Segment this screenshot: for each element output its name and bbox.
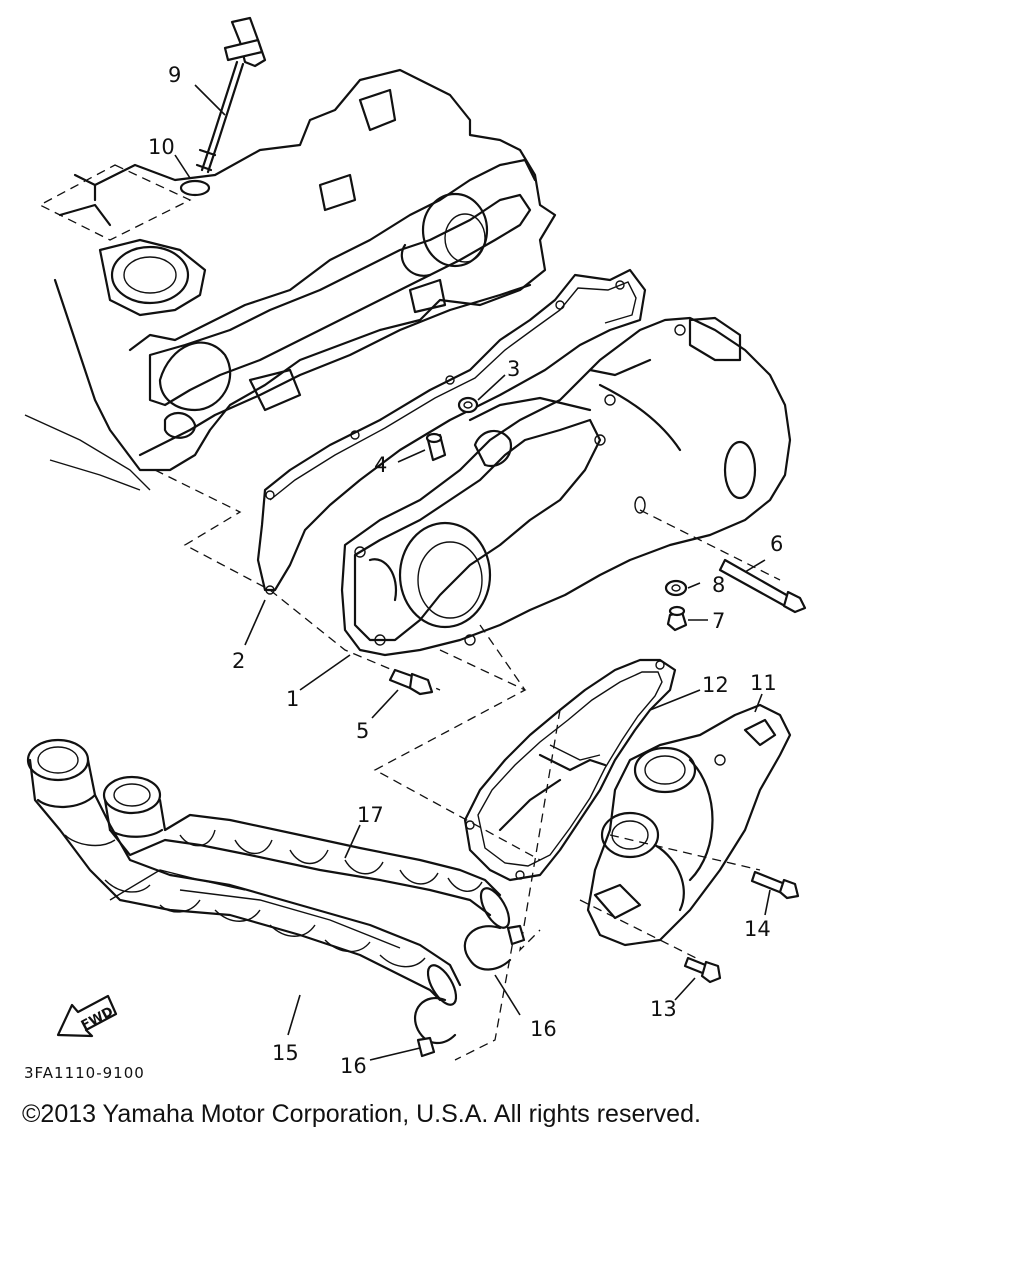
callout-2: 2: [232, 649, 245, 673]
bolt-13: [683, 956, 722, 984]
diagram-code: 3FA1110-9100: [24, 1064, 145, 1080]
callout-4: 4: [374, 453, 387, 477]
callout-6: 6: [770, 532, 783, 556]
plug-7: [666, 605, 688, 632]
dowel-pin-4: [425, 432, 447, 462]
parts-diagram: FWD 9 10 3 4 6 8 7 2 1 5 12 11 17: [24, 16, 807, 1080]
air-duct-17: [102, 775, 511, 929]
callout-8: 8: [712, 573, 725, 597]
callout-1: 1: [286, 687, 299, 711]
fwd-arrow-icon: FWD: [56, 994, 118, 1038]
callout-16-right: 16: [530, 1017, 557, 1041]
washer-8: [664, 579, 688, 597]
clamp-16-upper: [463, 924, 526, 971]
gasket-2: [256, 268, 647, 595]
bolt-14: [750, 870, 800, 900]
air-duct-15: [26, 738, 462, 1006]
callout-14: 14: [744, 917, 771, 941]
gasket-12: [463, 658, 677, 882]
bolt-5: [388, 668, 434, 696]
callout-3: 3: [507, 357, 520, 381]
crankcase-outline: [24, 68, 557, 491]
callout-17: 17: [357, 803, 384, 827]
callout-13: 13: [650, 997, 677, 1021]
duct-cover-11: [586, 703, 792, 947]
washer-3: [457, 396, 479, 414]
leader-lines: [174, 84, 771, 1061]
callout-5: 5: [356, 719, 369, 743]
callout-9: 9: [168, 63, 181, 87]
bolt-6: [718, 558, 807, 614]
callout-labels: 9 10 3 4 6 8 7 2 1 5 12 11 17 14 13 16 1…: [24, 63, 783, 1080]
dipstick-9: [195, 16, 267, 174]
callout-7: 7: [712, 609, 725, 633]
clamp-16-lower: [413, 997, 457, 1058]
copyright-notice: ©2013 Yamaha Motor Corporation, U.S.A. A…: [22, 1100, 701, 1128]
case-gasket-outline: [148, 193, 532, 407]
callout-11: 11: [750, 671, 777, 695]
o-ring-10: [179, 179, 211, 197]
callout-12: 12: [702, 673, 729, 697]
callout-15: 15: [272, 1041, 299, 1065]
callout-10: 10: [148, 135, 175, 159]
assembly-guide-lines: [38, 164, 781, 1061]
callout-16-bottom: 16: [340, 1054, 367, 1078]
crankcase-cover-1: [340, 316, 792, 657]
